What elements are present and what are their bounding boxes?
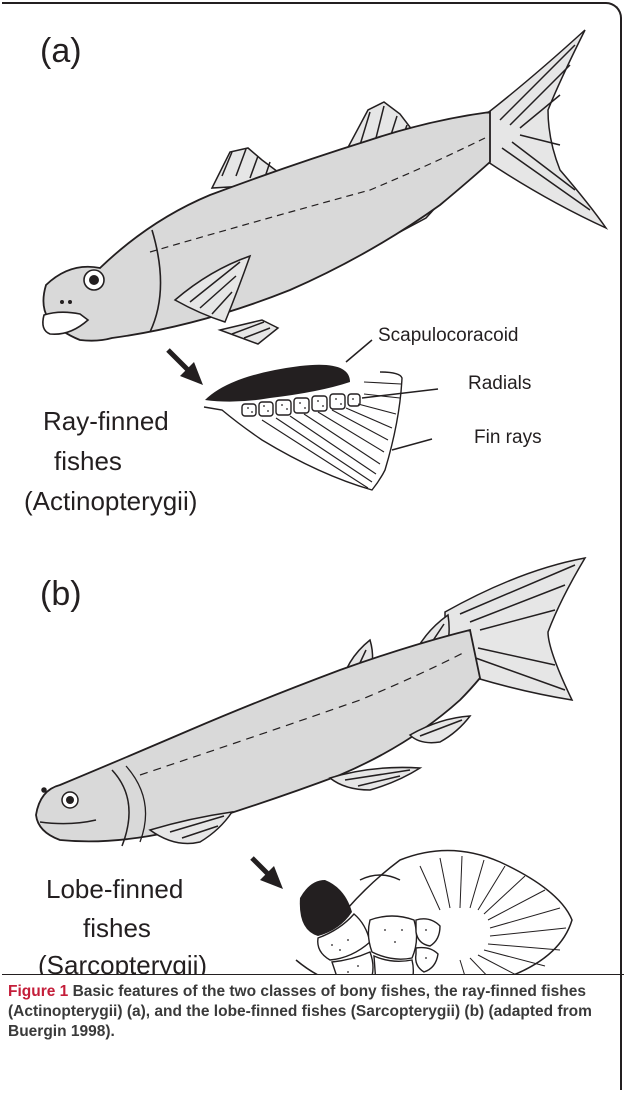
figure-caption: Figure 1 Basic features of the two class… [8,982,618,1042]
panel-a-body [43,112,490,341]
caption-text: Basic features of the two classes of bon… [8,983,592,1040]
panel-b-eye [62,792,78,808]
panel-a-arrow [168,350,203,385]
panel-a-group-line1: Ray-finned [43,406,169,436]
panel-a-group-line2: fishes [54,446,122,476]
panel-a-scapulocoracoid [205,365,350,402]
panel-b-letter: (b) [40,575,82,613]
panel-a-group-line3: (Actinopterygii) [24,486,197,516]
panel-a-letter: (a) [40,32,82,70]
panel-a-tail-fin [485,30,606,228]
panel-b-group-line2: fishes [83,913,151,943]
caption-rule [2,974,624,975]
panel-b-group-line3: (Sarcopterygii) [38,950,207,975]
panel-b-group-line1: Lobe-finned [46,874,183,904]
panel-b: (b) [36,558,585,975]
caption-lead: Figure 1 [8,983,68,1000]
panel-a-eye [84,270,104,290]
label-radials: Radials [468,373,531,394]
figure-illustration: (a) [0,0,628,975]
panel-b-arrow [252,858,283,889]
panel-a-pelvic-fin [220,320,278,344]
label-fin-rays: Fin rays [474,427,542,448]
label-scapulocoracoid: Scapulocoracoid [378,325,518,346]
panel-a: (a) [24,30,606,516]
